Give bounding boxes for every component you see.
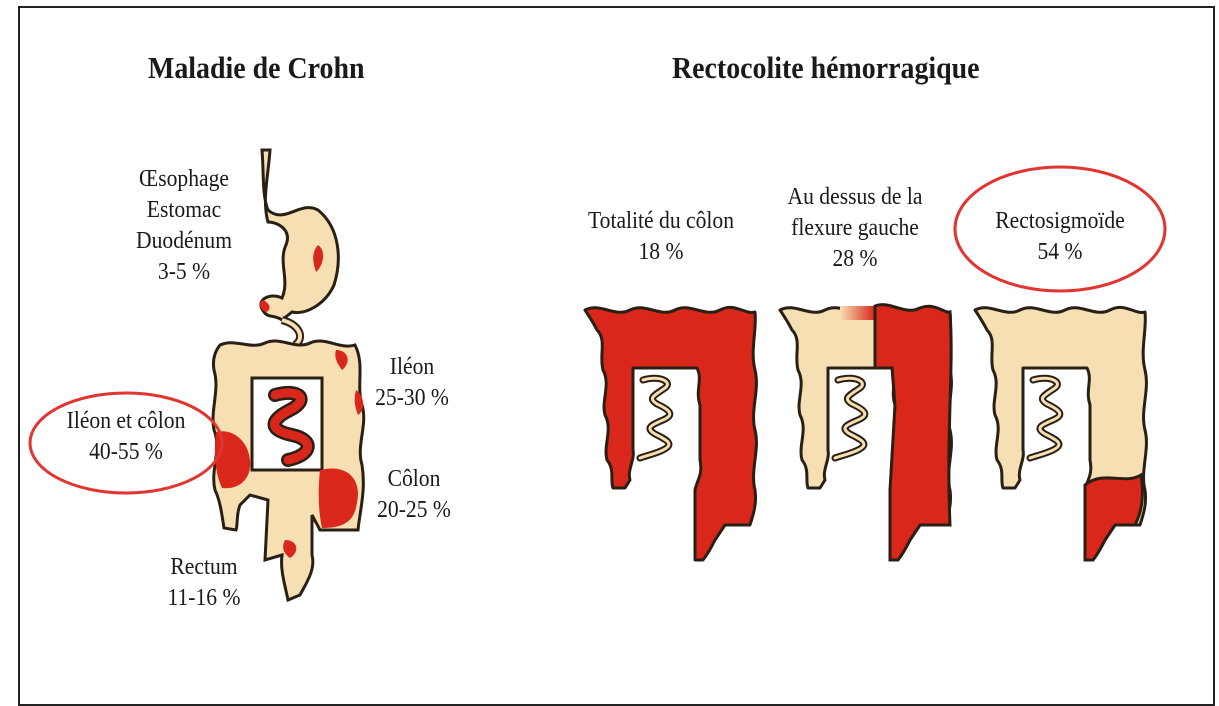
label-ileum-colon-name: Iléon et côlon [67,406,186,437]
label-upper-gi-pct: 3-5 % [136,257,232,288]
label-ileum-pct: 25-30 % [375,383,449,414]
label-upper-gi: Œsophage Estomac Duodénum 3-5 % [136,164,232,288]
label-upper-gi-line3: Duodénum [136,226,232,257]
label-left-flexure: Au dessus de la flexure gauche 28 % [788,182,923,275]
colon-total [585,307,756,560]
label-ileum: Iléon 25-30 % [375,352,449,414]
label-colon-name: Côlon [377,464,451,495]
label-rectosigmoid-pct: 54 % [995,237,1125,268]
label-total-colon-pct: 18 % [588,237,734,268]
label-left-flexure-line1: Au dessus de la [788,182,923,213]
crohn-gi-tract [213,150,364,600]
label-left-flexure-line2: flexure gauche [788,213,923,244]
label-upper-gi-line2: Estomac [136,195,232,226]
title-crohn: Maladie de Crohn [148,50,365,86]
label-colon-pct: 20-25 % [377,495,451,526]
label-upper-gi-line1: Œsophage [136,164,232,195]
label-colon: Côlon 20-25 % [377,464,451,526]
label-total-colon-line1: Totalité du côlon [588,206,734,237]
label-total-colon: Totalité du côlon 18 % [588,206,734,268]
label-rectosigmoid-line1: Rectosigmoïde [995,206,1125,237]
colon-rectosigmoid [975,307,1146,560]
label-rectosigmoid: Rectosigmoïde 54 % [995,206,1125,268]
title-rch: Rectocolite hémorragique [672,50,980,86]
colon-left-flexure [780,305,951,560]
esophagus-stomach [261,150,338,320]
label-ileum-name: Iléon [375,352,449,383]
label-ileum-colon-pct: 40-55 % [67,437,186,468]
label-ileum-colon: Iléon et côlon 40-55 % [67,406,186,468]
label-left-flexure-pct: 28 % [788,244,923,275]
label-rectum-name: Rectum [168,552,241,583]
label-rectum: Rectum 11-16 % [168,552,241,614]
label-rectum-pct: 11-16 % [168,583,241,614]
